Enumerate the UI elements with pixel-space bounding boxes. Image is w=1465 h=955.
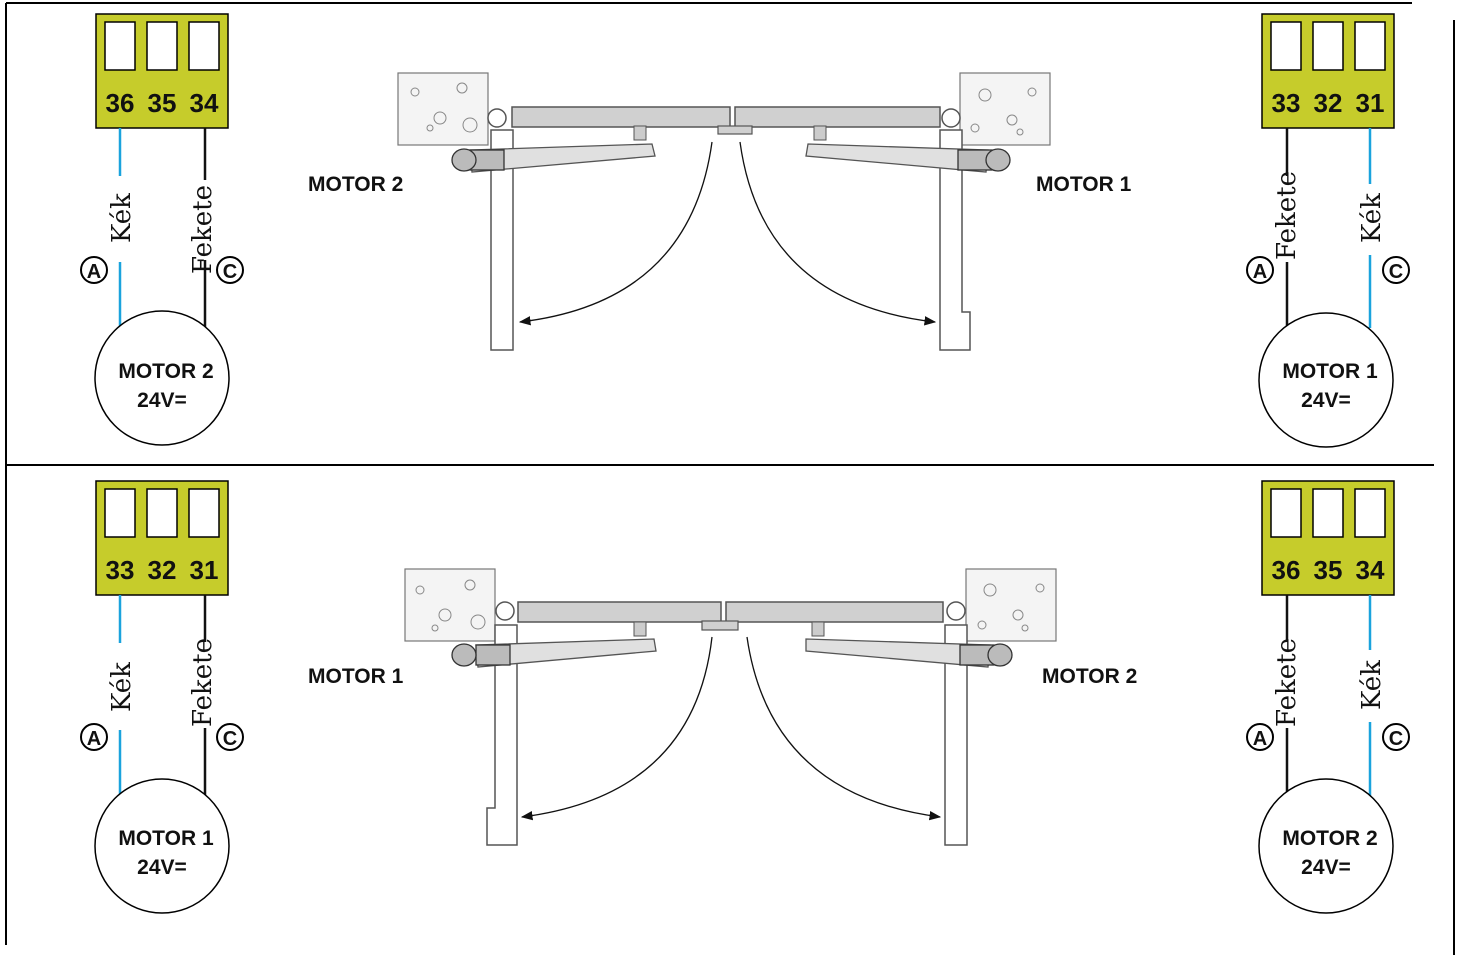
connector-c: C bbox=[216, 256, 244, 284]
terminal-number: 33 bbox=[1272, 88, 1301, 118]
gate-drawing: MOTOR 2 MOTOR 1 bbox=[308, 72, 1132, 351]
svg-text:C: C bbox=[223, 261, 237, 283]
swing-arc-right bbox=[746, 636, 942, 821]
motor-circle-left: MOTOR 1 24V= bbox=[94, 778, 230, 914]
swing-arc-left bbox=[518, 141, 713, 326]
svg-text:C: C bbox=[223, 728, 237, 750]
motor-circle-right: MOTOR 1 24V= bbox=[1258, 312, 1394, 448]
wire-label-blue: Kék bbox=[107, 662, 137, 712]
panel-bottom: 33 32 31 Kék Fekete A C MOTOR 1 24V= 36 bbox=[80, 480, 1410, 914]
connector-a: A bbox=[80, 723, 108, 751]
svg-text:C: C bbox=[1389, 261, 1403, 283]
gate-motor-label-right: MOTOR 2 bbox=[1042, 665, 1137, 688]
gate-drawing: MOTOR 1 MOTOR 2 bbox=[308, 568, 1137, 846]
motor-name: MOTOR 2 bbox=[118, 360, 213, 383]
terminal-block-right: 33 32 31 bbox=[1261, 13, 1395, 129]
terminal-number: 36 bbox=[106, 88, 135, 118]
wire-label-blue: Kék bbox=[1357, 660, 1387, 710]
gate-motor-label-left: MOTOR 2 bbox=[308, 173, 403, 196]
terminal-number: 31 bbox=[1356, 88, 1385, 118]
motor-circle-right: MOTOR 2 24V= bbox=[1258, 778, 1394, 914]
connector-c: C bbox=[216, 723, 244, 751]
terminal-number: 32 bbox=[1314, 88, 1343, 118]
post-right bbox=[965, 568, 1057, 642]
motor-voltage: 24V= bbox=[1301, 389, 1351, 412]
terminal-number: 33 bbox=[106, 555, 135, 585]
panel-top: 36 35 34 Kék Fekete A C MOTOR 2 24V= bbox=[80, 13, 1410, 448]
terminal-number: 32 bbox=[148, 555, 177, 585]
terminal-block-left: 33 32 31 bbox=[95, 480, 229, 596]
wire-label-black: Fekete bbox=[1272, 171, 1302, 260]
svg-text:C: C bbox=[1389, 728, 1403, 750]
terminal-number: 34 bbox=[1356, 555, 1385, 585]
svg-text:A: A bbox=[87, 261, 101, 283]
wire-label-blue: Kék bbox=[1357, 193, 1387, 243]
svg-text:A: A bbox=[87, 728, 101, 750]
connector-c: C bbox=[1382, 256, 1410, 284]
swing-arc-right bbox=[739, 141, 937, 326]
gate-motor-label-right: MOTOR 1 bbox=[1036, 173, 1132, 196]
motor-name: MOTOR 2 bbox=[1282, 827, 1377, 850]
terminal-number: 34 bbox=[190, 88, 219, 118]
motor-voltage: 24V= bbox=[1301, 856, 1351, 879]
connector-a: A bbox=[80, 256, 108, 284]
terminal-number: 35 bbox=[1314, 555, 1343, 585]
post-left bbox=[404, 568, 496, 642]
post-right bbox=[959, 72, 1051, 146]
gate-motor-label-left: MOTOR 1 bbox=[308, 665, 404, 688]
motor-voltage: 24V= bbox=[137, 856, 187, 879]
wire-label-black: Fekete bbox=[1272, 638, 1302, 727]
svg-text:A: A bbox=[1253, 728, 1267, 750]
motor-name: MOTOR 1 bbox=[118, 827, 214, 850]
motor-voltage: 24V= bbox=[137, 389, 187, 412]
post-left bbox=[397, 72, 489, 146]
motor-circle-left: MOTOR 2 24V= bbox=[94, 310, 230, 446]
motor-name: MOTOR 1 bbox=[1282, 360, 1378, 383]
terminal-number: 31 bbox=[190, 555, 219, 585]
connector-a: A bbox=[1246, 723, 1274, 751]
terminal-number: 36 bbox=[1272, 555, 1301, 585]
wire-label-black: Fekete bbox=[188, 638, 218, 727]
connector-c: C bbox=[1382, 723, 1410, 751]
terminal-block-left: 36 35 34 bbox=[95, 13, 229, 129]
terminal-block-right: 36 35 34 bbox=[1261, 480, 1395, 596]
swing-arc-left bbox=[520, 636, 713, 821]
connector-a: A bbox=[1246, 256, 1274, 284]
terminal-number: 35 bbox=[148, 88, 177, 118]
svg-text:A: A bbox=[1253, 261, 1267, 283]
wire-label-black: Fekete bbox=[188, 185, 218, 274]
wire-label-blue: Kék bbox=[107, 193, 137, 243]
